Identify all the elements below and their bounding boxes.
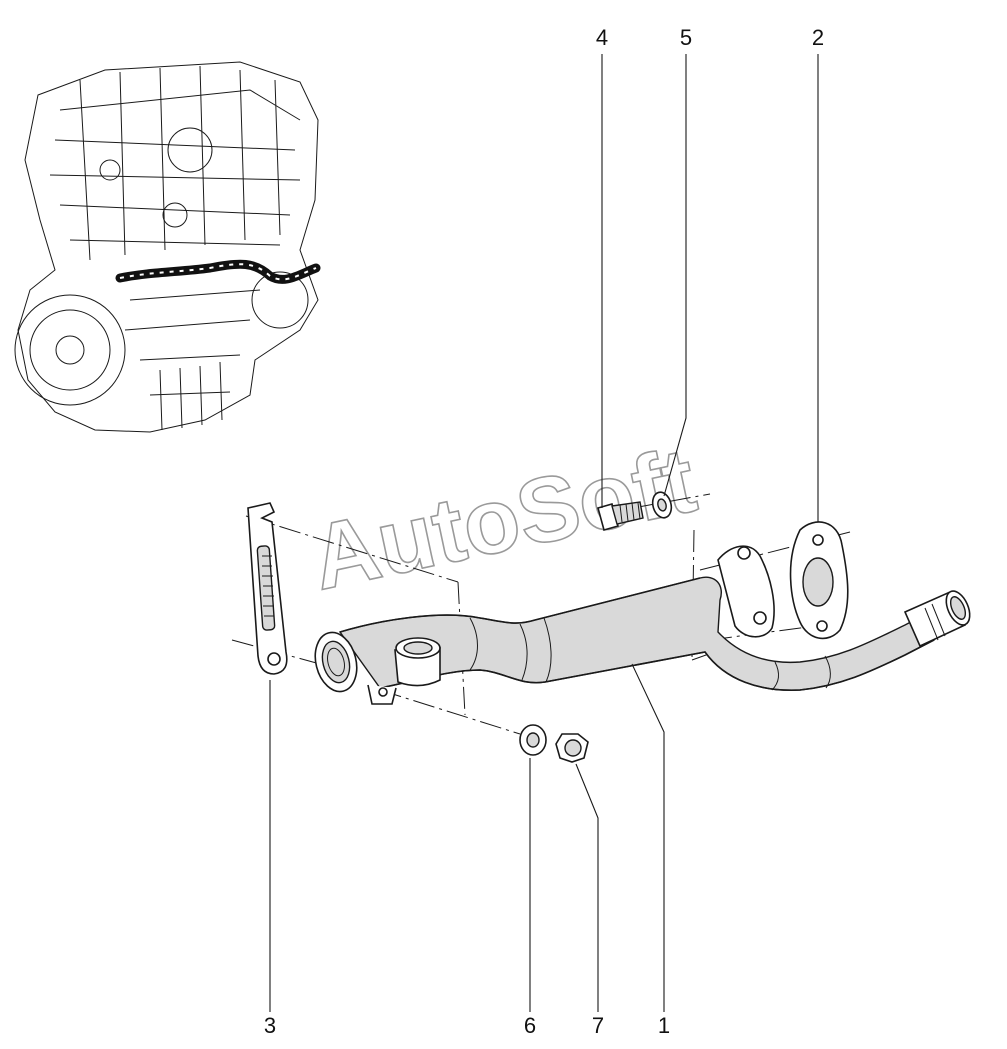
- callout-6: 6: [524, 1013, 536, 1038]
- callout-labels: 4 5 2 3 6 7 1: [264, 25, 824, 1038]
- washer-part-6: [519, 724, 547, 756]
- leader-lines: [269, 54, 819, 1012]
- nut-part-7: [555, 733, 589, 763]
- callout-1: 1: [658, 1013, 670, 1038]
- highlighted-pipe-thumbnail: [115, 259, 321, 284]
- bracket-part-3: [247, 502, 288, 675]
- bolt-part-4: [597, 501, 644, 531]
- autosoft-watermark: AutoSoft: [303, 429, 704, 610]
- callout-5: 5: [680, 25, 692, 50]
- callout-7: 7: [592, 1013, 604, 1038]
- callout-3: 3: [264, 1013, 276, 1038]
- engine-overview-illustration: [14, 61, 321, 433]
- callout-4: 4: [596, 25, 608, 50]
- gasket-part-2: [789, 521, 849, 640]
- callout-2: 2: [812, 25, 824, 50]
- washer-part-5: [651, 491, 673, 519]
- coolant-pipe-part-1: [314, 545, 971, 705]
